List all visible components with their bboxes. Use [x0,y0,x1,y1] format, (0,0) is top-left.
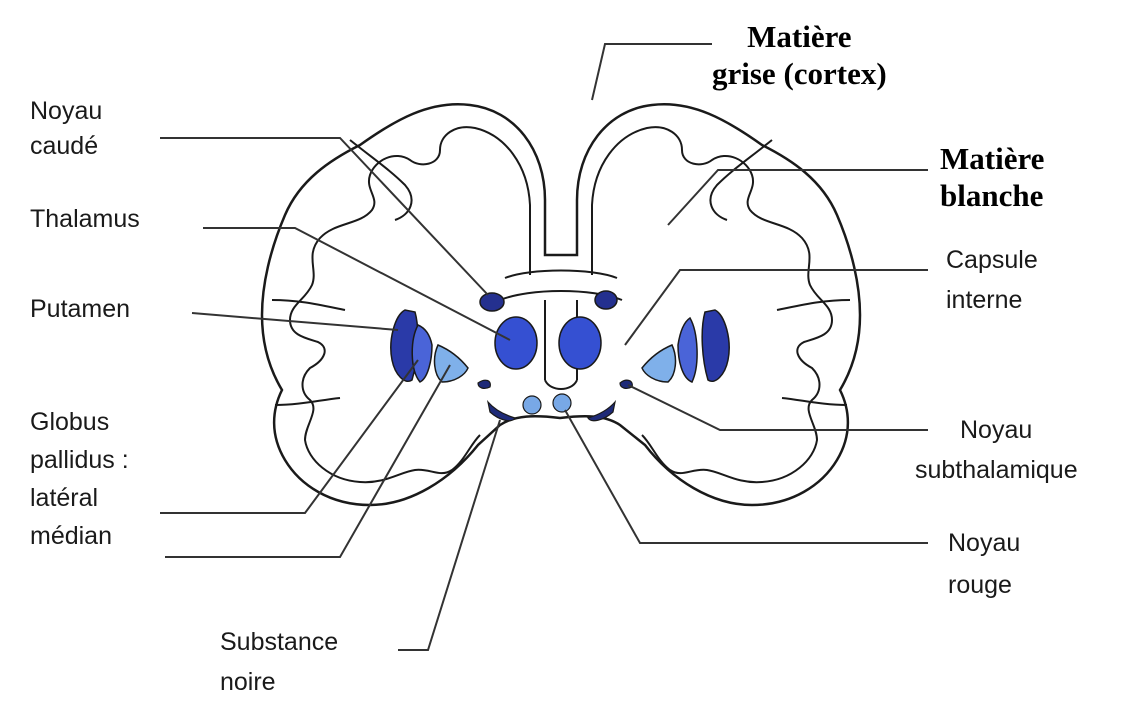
leader-matiere-grise [592,44,712,100]
label-capsule-interne: Capsule interne [946,240,1038,320]
red-nucleus-right [553,394,571,412]
label-noyau-rouge: Noyau rouge [948,522,1020,606]
brain-outer-outline [262,104,860,505]
label-noyau-caude: Noyau caudé [30,94,102,164]
label-noyau-subthalamique: Noyau subthalamique [915,410,1078,490]
subthalamic-left [478,380,490,388]
thalamus-left [495,317,537,369]
label-matiere-grise: Matière grise (cortex) [712,18,887,92]
label-globus-pallidus: Globus pallidus : latéral médian [30,403,129,555]
label-substance-noire: Substance noire [220,622,338,702]
label-putamen: Putamen [30,292,130,327]
red-nucleus-left [523,396,541,414]
label-thalamus: Thalamus [30,202,140,237]
caudate-left [480,293,504,311]
label-matiere-blanche: Matière blanche [940,140,1044,214]
caudate-right [595,291,617,309]
thalamus-right [559,317,601,369]
